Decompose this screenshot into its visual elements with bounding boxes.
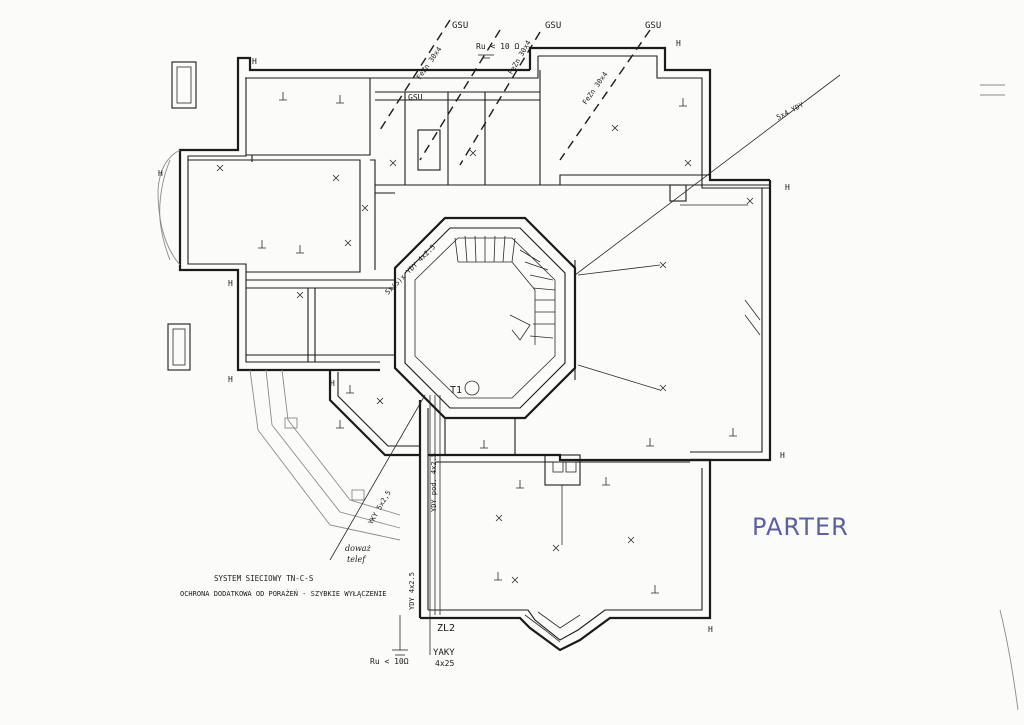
- gsu-label-3: GSU: [645, 21, 661, 31]
- phone-label-2: telef: [347, 555, 367, 564]
- octagon-hall: [393, 216, 577, 420]
- marker-h-9: H: [330, 379, 335, 388]
- labels: GSU GSU GSU GSU Ru < 10 Ω T1 ZL2 YAKY 4x…: [158, 21, 849, 668]
- bay-window: [524, 611, 581, 643]
- edge-marks: [980, 84, 1019, 711]
- outbuildings: [167, 61, 197, 371]
- marker-h-6: H: [228, 375, 233, 384]
- cable-diag-label: 5x4 YDY: [775, 100, 805, 121]
- marker-h-8: H: [228, 279, 233, 288]
- gsu-label-2: GSU: [545, 21, 561, 31]
- sheet-label: PARTER: [752, 513, 849, 541]
- marker-h-7: H: [158, 169, 163, 178]
- ru-label-bottom: Ru < 10Ω: [370, 657, 409, 666]
- note-line-1: SYSTEM SIECIOWY TN-C-S: [214, 574, 314, 583]
- note-line-2: OCHRONA DODATKOWA OD PORAŻEŃ - SZYBKIE W…: [180, 589, 387, 598]
- fixtures: [216, 92, 754, 594]
- t1-label: T1: [450, 385, 462, 396]
- gsu-label-inner: GSU: [408, 93, 423, 102]
- phone-label-1: doważ: [345, 544, 372, 553]
- interior-walls: [188, 70, 770, 545]
- cable-g-label: YDY pod. 4x2.5: [430, 453, 438, 512]
- cable-lines: [329, 19, 841, 656]
- cable-yaky-label-1: YAKY: [433, 648, 455, 658]
- cable-c-label: FeZn 30x4: [581, 70, 609, 106]
- zl2-label: ZL2: [437, 623, 455, 634]
- ru-label-top: Ru < 10 Ω: [476, 42, 520, 51]
- cable-f-label: YDY 4x2.5: [408, 572, 416, 610]
- marker-h-4: H: [780, 451, 785, 460]
- marker-h-5: H: [708, 625, 713, 634]
- gsu-label-1: GSU: [452, 21, 468, 31]
- terrace: [157, 149, 401, 541]
- cable-a-label: FeZn 30x4: [415, 45, 443, 81]
- marker-h-2: H: [676, 39, 681, 48]
- cable-yaky-label-2: 4x25: [435, 659, 454, 668]
- outer-walls: [178, 46, 772, 652]
- cable-e-label: YKY 5x2,5: [367, 489, 393, 526]
- marker-h-3: H: [785, 183, 790, 192]
- marker-h-1: H: [252, 57, 257, 66]
